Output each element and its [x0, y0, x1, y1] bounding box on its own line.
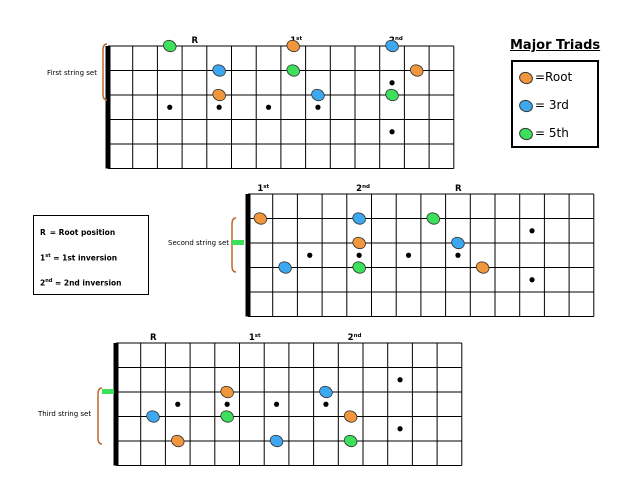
fret-marker-dot [455, 252, 461, 258]
note-root [171, 434, 185, 448]
key-first-inversion: 1st = 1st inversion [40, 253, 117, 263]
inversion-header-symbol: 2 [348, 333, 354, 343]
legend-label-root: =Root [535, 70, 573, 84]
fret-marker-dot [529, 228, 535, 234]
inversion-header-suffix: nd [395, 36, 403, 42]
fret-marker-dot [307, 252, 313, 258]
inversion-header-suffix: nd [362, 184, 370, 190]
note-third [451, 236, 465, 250]
inversion-header-symbol: 2 [356, 184, 362, 194]
fret-marker-dot [405, 252, 412, 258]
inversion-header-symbol: R [191, 36, 198, 46]
key-text-root: = Root position [49, 228, 116, 237]
note-fifth [163, 39, 177, 53]
note-root [475, 261, 490, 274]
fret-marker-dot [265, 104, 272, 110]
key-text-second: = 2nd inversion [52, 278, 122, 288]
inversion-header: R [455, 184, 462, 194]
legend-item-root: =Root [517, 69, 573, 87]
note-third [311, 88, 325, 102]
legend-item-third: = 3rd [517, 97, 569, 115]
string-set-brace [102, 43, 108, 101]
fret-marker-dot [389, 129, 395, 135]
note-third [212, 64, 226, 77]
key-sup-first: st [45, 253, 51, 259]
fret-marker-dot [356, 252, 362, 258]
inversion-header: R [191, 36, 198, 46]
label-first-string-set: First string set [47, 69, 97, 77]
key-symbol-first: 1 [40, 253, 46, 263]
inversion-header-suffix: st [263, 184, 269, 190]
inversion-header-suffix: nd [354, 333, 362, 339]
note-third [319, 385, 333, 399]
inversion-header-symbol: 1 [257, 184, 263, 194]
fret-marker-dot [175, 401, 181, 407]
fret-marker-dot [315, 104, 321, 110]
inversion-header-suffix: st [255, 333, 261, 339]
string-set-marker [102, 389, 114, 394]
inversion-header: 1st [257, 184, 269, 194]
inversion-header: 1st [249, 333, 261, 343]
fret-marker-dot [529, 277, 535, 283]
note-third [385, 39, 399, 53]
label-third-string-set: Third string set [38, 410, 92, 418]
key-text-first: = 1st inversion [50, 253, 118, 263]
key-second-inversion: 2nd = 2nd inversion [40, 278, 122, 288]
note-root [286, 39, 300, 53]
inversion-header-symbol: R [150, 333, 157, 343]
inversion-header: R [150, 333, 157, 343]
note-third [146, 410, 160, 423]
note-fifth [352, 261, 366, 274]
page-title: Major Triads [510, 38, 601, 53]
key-root-position: R= Root position [40, 228, 115, 237]
note-fifth [426, 212, 440, 225]
note-root [212, 88, 226, 102]
fret-marker-dot [273, 401, 280, 407]
note-fifth [343, 434, 358, 448]
key-symbol-root: R [40, 228, 46, 237]
legend-label-fifth: = 5th [535, 126, 569, 140]
note-third [269, 434, 284, 448]
inversion-header-symbol: 1 [249, 333, 255, 343]
note-fifth [385, 88, 399, 102]
note-root [410, 64, 424, 77]
note-root [253, 212, 268, 225]
legend-label-third: = 3rd [535, 98, 569, 112]
note-third [352, 212, 366, 225]
legend-item-fifth: = 5th [517, 125, 569, 143]
inversion-key: R= Root position 1st = 1st inversion 2nd… [33, 215, 149, 295]
note-fifth [220, 410, 234, 423]
fret-marker-dot [224, 401, 230, 407]
fret-marker-dot [216, 104, 222, 110]
note-third [278, 261, 292, 274]
inversion-header-suffix: st [296, 36, 302, 42]
fret-marker-dot [167, 104, 173, 110]
note-root [220, 385, 234, 399]
string-set-marker [232, 240, 244, 245]
color-legend: =Root = 3rd = 5th [511, 60, 599, 148]
fret-marker-dot [397, 426, 403, 432]
note-root [343, 410, 358, 423]
key-sup-second: nd [45, 278, 53, 284]
key-symbol-second: 2 [40, 278, 46, 288]
fret-marker-dot [389, 80, 395, 86]
note-fifth [286, 64, 300, 77]
fret-marker-dot [397, 377, 403, 383]
inversion-header: 2nd [356, 184, 370, 194]
label-second-string-set: Second string set [168, 239, 230, 247]
string-set-brace [97, 387, 103, 445]
note-root [352, 236, 366, 250]
fret-marker-dot [323, 401, 329, 407]
inversion-header: 2nd [348, 333, 362, 343]
inversion-header-symbol: R [455, 184, 462, 194]
